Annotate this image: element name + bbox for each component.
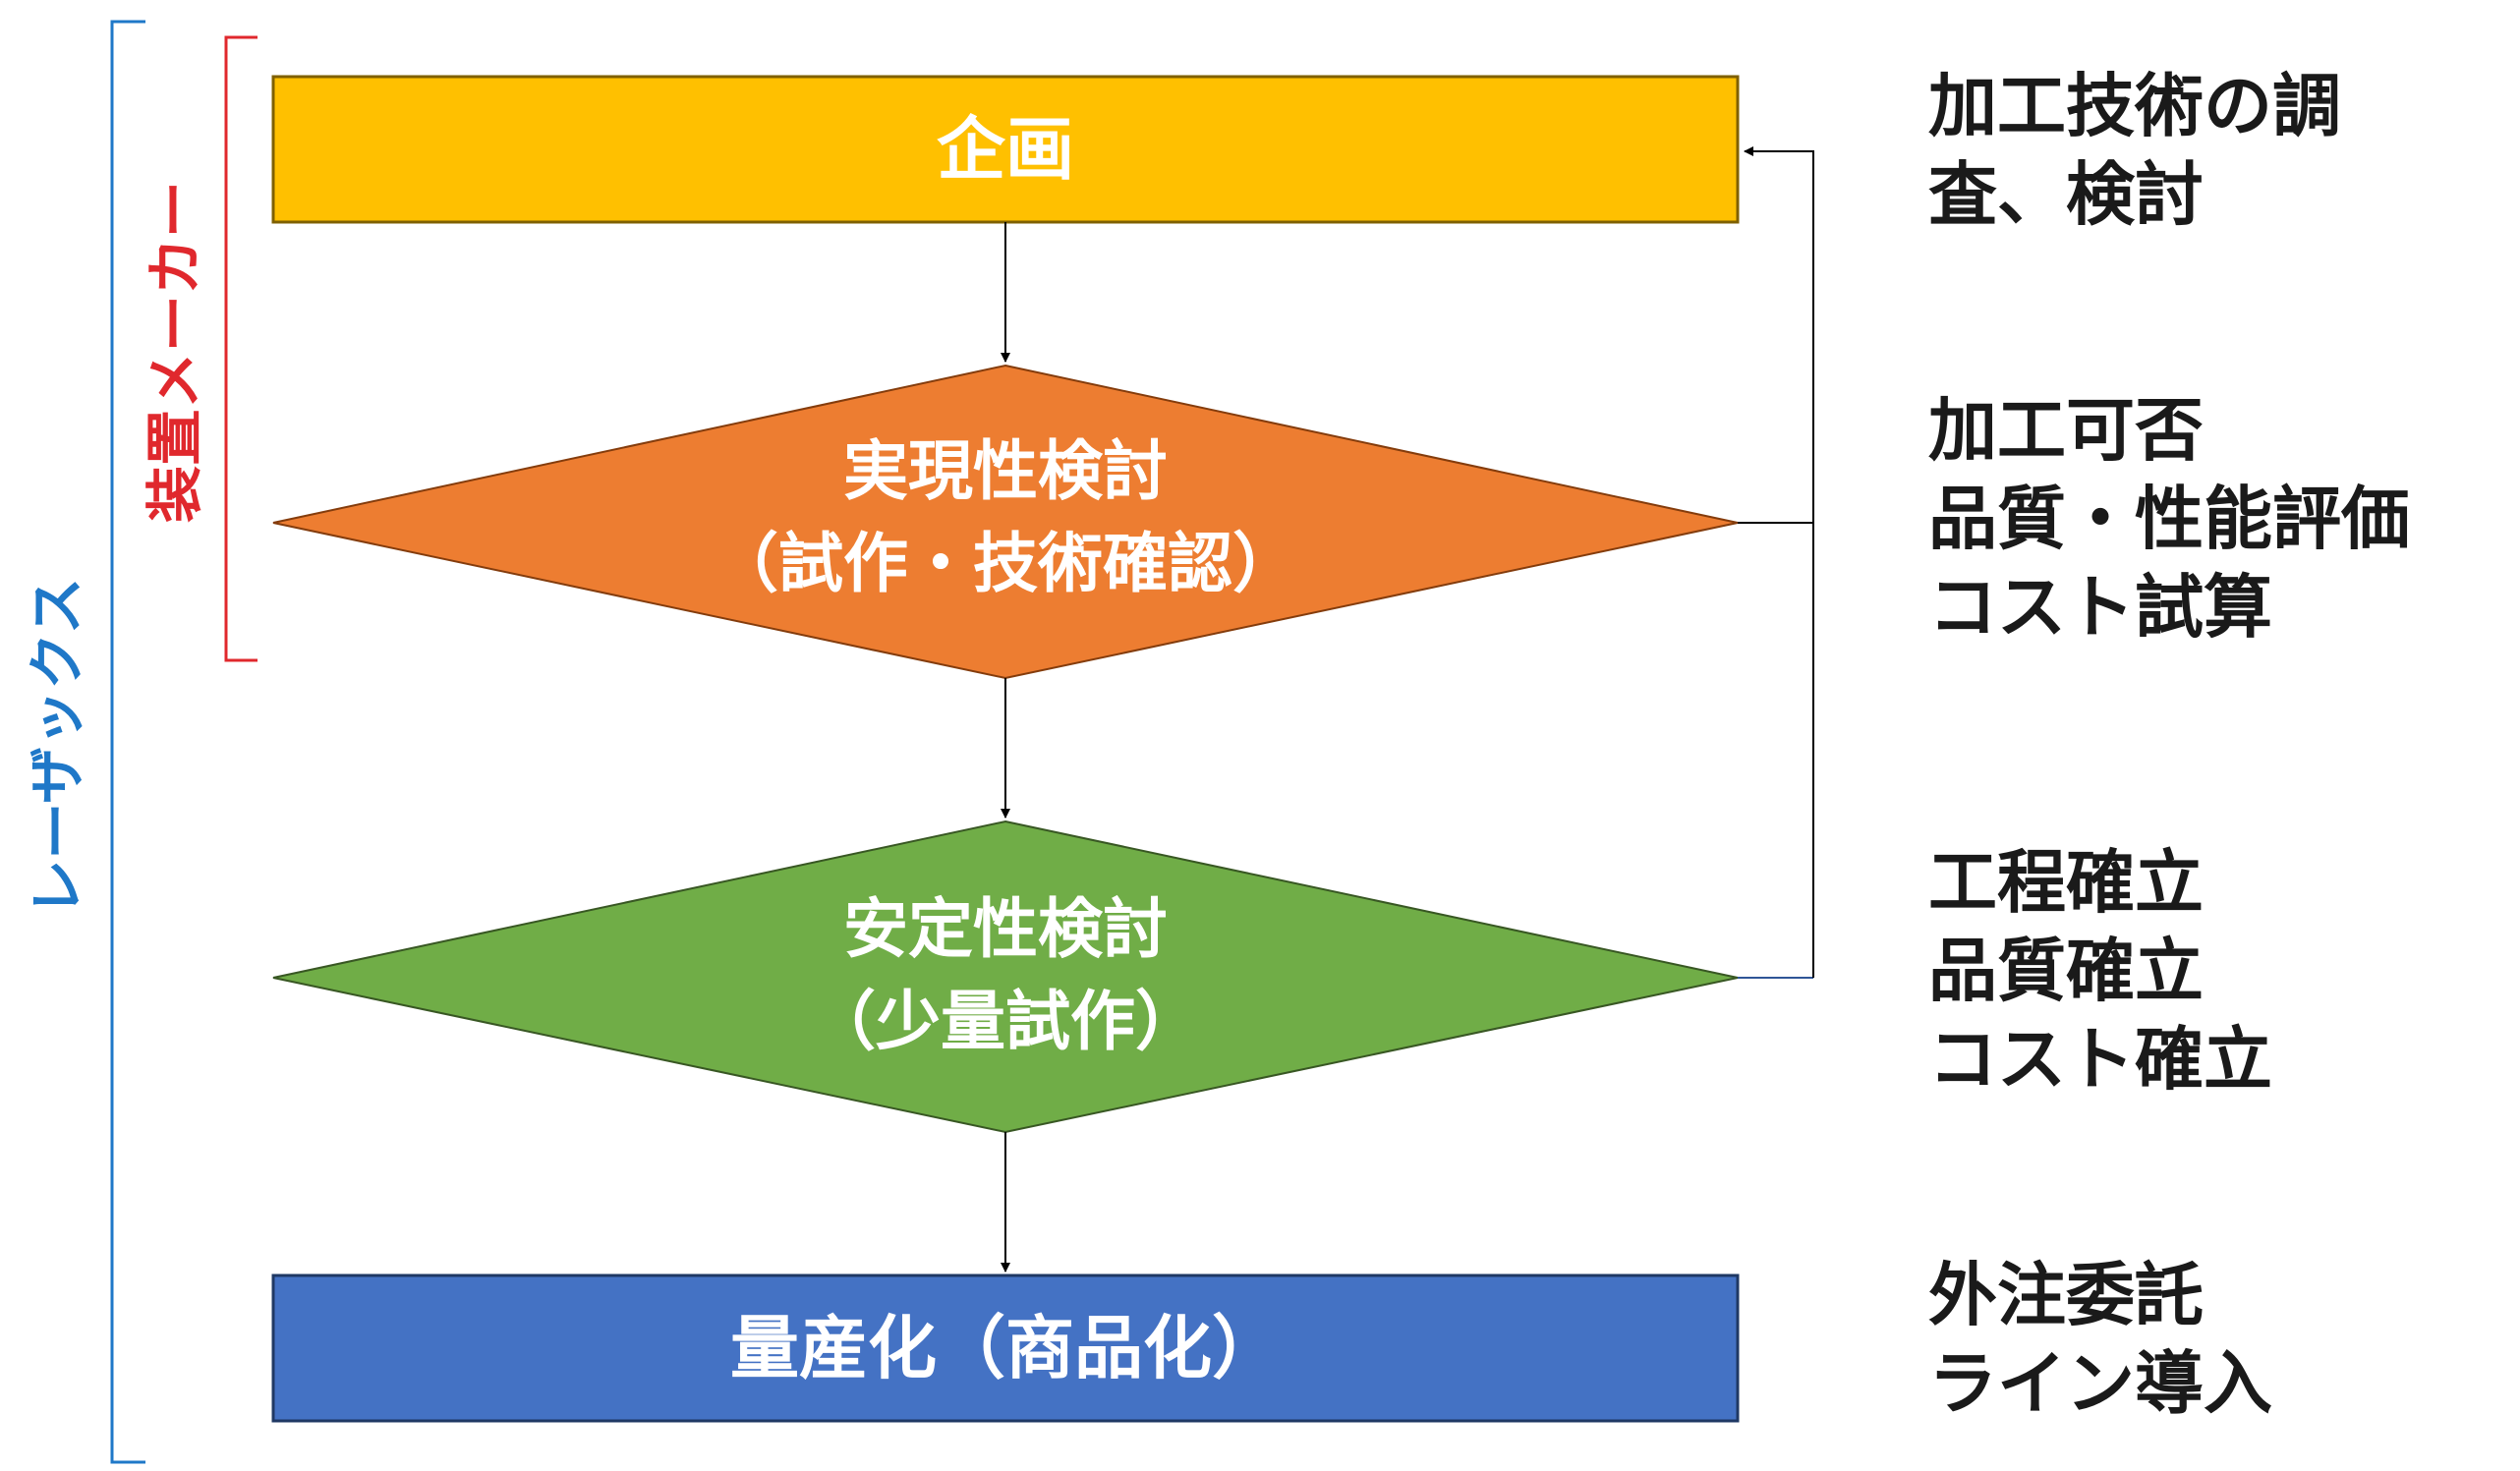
stability-label-line2: （少量試作） xyxy=(811,984,1200,1059)
feasibility-diamond xyxy=(272,364,1739,680)
stability-note-line2: 品質確立 xyxy=(1928,931,2204,1011)
stability-diamond xyxy=(272,820,1739,1134)
laxus-bracket xyxy=(110,20,145,1464)
feasibility-label-line1: 実現性検討 xyxy=(843,433,1168,509)
planning-note-line1: 加工技術の調 xyxy=(1928,66,2341,146)
planning-note-line2: 査、検討 xyxy=(1928,154,2204,235)
stability-label-line1: 安定性検討 xyxy=(843,891,1168,967)
stability-note-line3: コスト確立 xyxy=(1928,1019,2272,1100)
feasibility-note-line3: コスト試算 xyxy=(1928,567,2272,648)
mass-production-note-line1: 外注委託 xyxy=(1928,1255,2204,1335)
equipment-maker-label: 装置メーカー xyxy=(142,181,208,523)
stability-note-line1: 工程確立 xyxy=(1928,842,2204,923)
feasibility-note-line2: 品質・性能評価 xyxy=(1928,479,2410,559)
feasibility-note-line1: 加工可否 xyxy=(1928,390,2204,471)
planning-box xyxy=(271,75,1740,224)
equipment-maker-bracket xyxy=(224,35,258,662)
laxus-label: レーザックス xyxy=(24,577,90,916)
mass-production-box xyxy=(271,1273,1740,1423)
mass-production-label: 量産化（商品化） xyxy=(730,1308,1281,1388)
mass-production-note-line2: ライン導入 xyxy=(1928,1343,2272,1424)
feedback-loop-arrow xyxy=(1744,146,1814,978)
feasibility-label-line2: （試作・技術確認） xyxy=(714,526,1297,601)
planning-label: 企画 xyxy=(937,109,1074,190)
